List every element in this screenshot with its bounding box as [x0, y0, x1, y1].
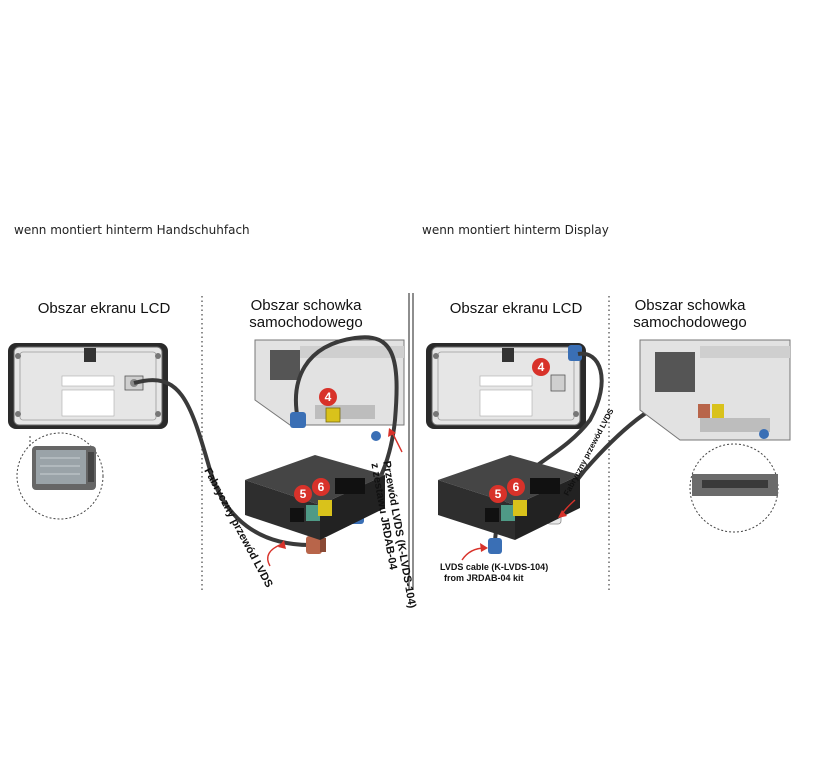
left-marker-6: 6: [312, 478, 330, 496]
right-glovebox-unit: [639, 339, 791, 441]
right-blue-port: [759, 429, 769, 439]
svg-text:6: 6: [318, 480, 325, 494]
left-brown-connector: [306, 536, 326, 554]
left-screen-zoom: [16, 432, 104, 520]
caption-left-setup: wenn montiert hinterm Handschuhfach: [14, 223, 250, 237]
left-glovebox-area-title: Obszar schowka samochodowego: [236, 297, 376, 331]
svg-text:4: 4: [538, 360, 545, 374]
left-glovebox-title-line1: Obszar schowka: [250, 297, 362, 314]
right-glovebox-zoom: [689, 443, 779, 533]
left-factory-cable: [133, 378, 311, 547]
left-yellow-port: [325, 407, 341, 423]
right-blue-connector-bottom: [488, 538, 502, 554]
left-marker-5: 5: [294, 485, 312, 503]
caption-right-setup: wenn montiert hinterm Display: [422, 223, 609, 237]
left-module-box: [245, 455, 385, 540]
right-marker-5: 5: [489, 485, 507, 503]
right-glovebox-area-title: Obszar schowka samochodowego: [620, 297, 760, 331]
right-lcd-unit: [426, 343, 586, 429]
svg-text:5: 5: [495, 487, 502, 501]
right-lcd-area-title: Obszar ekranu LCD: [449, 300, 583, 317]
svg-text:5: 5: [300, 487, 307, 501]
right-kit-cable-label-line2: from JRDAB-04 kit: [444, 573, 524, 583]
right-blue-connector-lcd: [568, 345, 582, 361]
svg-text:4: 4: [325, 390, 332, 404]
right-marker-4: 4: [532, 358, 550, 376]
svg-text:6: 6: [513, 480, 520, 494]
right-module-box: [438, 455, 580, 540]
left-marker-4: 4: [319, 388, 337, 406]
left-lcd-area-title: Obszar ekranu LCD: [37, 300, 171, 317]
right-brown-port: [698, 404, 710, 418]
left-lcd-unit: [8, 343, 168, 429]
right-yellow-port: [712, 404, 724, 418]
right-kit-cable-label-line1: LVDS cable (K-LVDS-104): [440, 562, 549, 572]
left-blue-port: [371, 431, 381, 441]
right-kit-cable-label: LVDS cable (K-LVDS-104) from JRDAB-04 ki…: [440, 562, 548, 584]
left-glovebox-title-line2: samochodowego: [249, 314, 363, 331]
left-arrow-factory: [267, 543, 283, 567]
right-marker-6: 6: [507, 478, 525, 496]
right-glovebox-title-line2: samochodowego: [633, 314, 747, 331]
right-glovebox-title-line1: Obszar schowka: [634, 297, 746, 314]
left-blue-connector-top: [290, 412, 306, 428]
